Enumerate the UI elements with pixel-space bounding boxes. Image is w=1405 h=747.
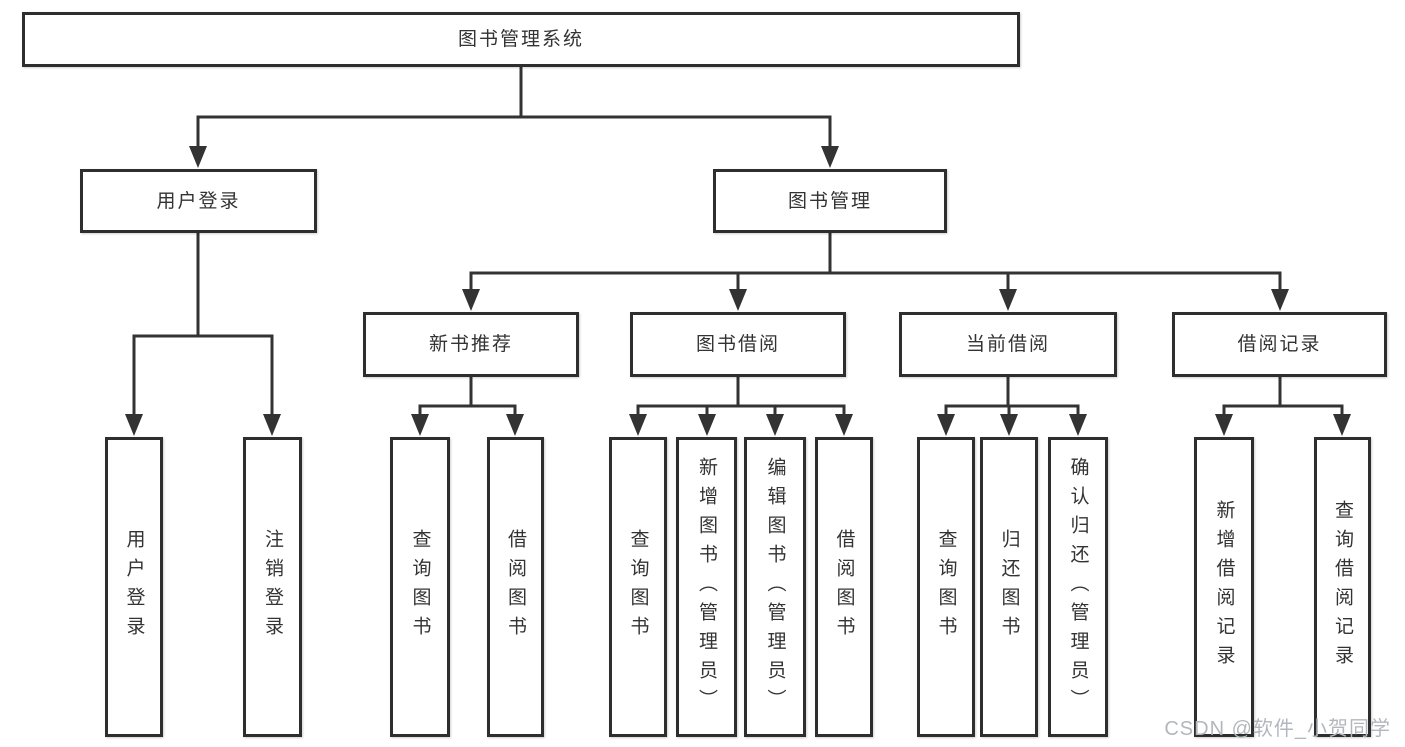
leaf-logout-login-label: 注销登录: [262, 529, 283, 645]
leaf-return-books-label: 归还图书: [998, 529, 1020, 645]
leaf-borrow-books-label: 借阅图书: [833, 529, 855, 645]
leaf-query-borrow-record-label: 查询借阅记录: [1332, 500, 1353, 674]
leaf-confirm-return-admin: 确认归还（管理员）: [1048, 437, 1108, 737]
leaf-query-books-borrow-label: 查询图书: [627, 529, 649, 645]
leaf-borrow-books-recommend: 借阅图书: [487, 437, 544, 737]
connector-book-borrow-to-leaves: [636, 377, 846, 417]
node-book-management: 图书管理: [713, 169, 947, 233]
connector-lines: [132, 67, 1344, 418]
leaf-add-borrow-record: 新增借阅记录: [1194, 437, 1254, 737]
leaf-logout-login: 注销登录: [243, 437, 302, 737]
leaf-return-books: 归还图书: [980, 437, 1038, 737]
leaf-edit-books-admin-label: 编辑图书（管理员）: [764, 456, 786, 718]
leaf-add-books-admin: 新增图书（管理员）: [676, 437, 737, 737]
leaf-query-books-current: 查询图书: [917, 437, 975, 737]
leaf-add-borrow-record-label: 新增借阅记录: [1213, 500, 1235, 674]
connector-current-borrow-to-leaves: [944, 377, 1080, 417]
leaf-user-login: 用户登录: [105, 437, 163, 737]
leaf-borrow-books: 借阅图书: [815, 437, 873, 737]
leaf-add-books-admin-label: 新增图书（管理员）: [696, 456, 717, 718]
node-root-system: 图书管理系统: [22, 12, 1020, 67]
leaf-query-books-current-label: 查询图书: [935, 529, 957, 645]
connector-book-management-to-level3: [469, 233, 1282, 292]
node-new-book-recommend-label: 新书推荐: [428, 334, 513, 355]
node-book-management-label: 图书管理: [787, 190, 872, 212]
watermark: CSDN @软件_小贺同学: [1164, 718, 1391, 740]
leaf-edit-books-admin: 编辑图书（管理员）: [744, 437, 806, 737]
leaf-query-books-borrow: 查询图书: [609, 437, 667, 737]
node-borrow-records: 借阅记录: [1172, 312, 1387, 377]
connector-new-book-recommend-to-leaves: [418, 377, 517, 417]
connector-user-login-to-leaves: [132, 233, 274, 418]
node-root-system-label: 图书管理系统: [457, 29, 584, 50]
leaf-borrow-books-recommend-label: 借阅图书: [505, 529, 526, 645]
leaf-user-login-label: 用户登录: [123, 529, 145, 645]
node-book-borrow: 图书借阅: [630, 312, 846, 377]
node-book-borrow-label: 图书借阅: [695, 334, 780, 355]
leaf-query-borrow-record: 查询借阅记录: [1314, 437, 1371, 737]
node-new-book-recommend: 新书推荐: [363, 312, 579, 377]
node-user-login-label: 用户登录: [156, 190, 241, 212]
leaf-confirm-return-admin-label: 确认归还（管理员）: [1067, 456, 1089, 718]
arrowhead-icons: [125, 146, 1351, 436]
connector-root-to-level2: [196, 67, 832, 149]
leaf-query-books-recommend: 查询图书: [390, 437, 450, 737]
leaf-query-books-recommend-label: 查询图书: [409, 529, 431, 645]
connector-borrow-records-to-leaves: [1222, 377, 1344, 417]
node-user-login: 用户登录: [80, 169, 317, 233]
node-current-borrow-label: 当前借阅: [965, 334, 1050, 355]
node-current-borrow: 当前借阅: [899, 312, 1117, 377]
node-borrow-records-label: 借阅记录: [1237, 334, 1322, 355]
